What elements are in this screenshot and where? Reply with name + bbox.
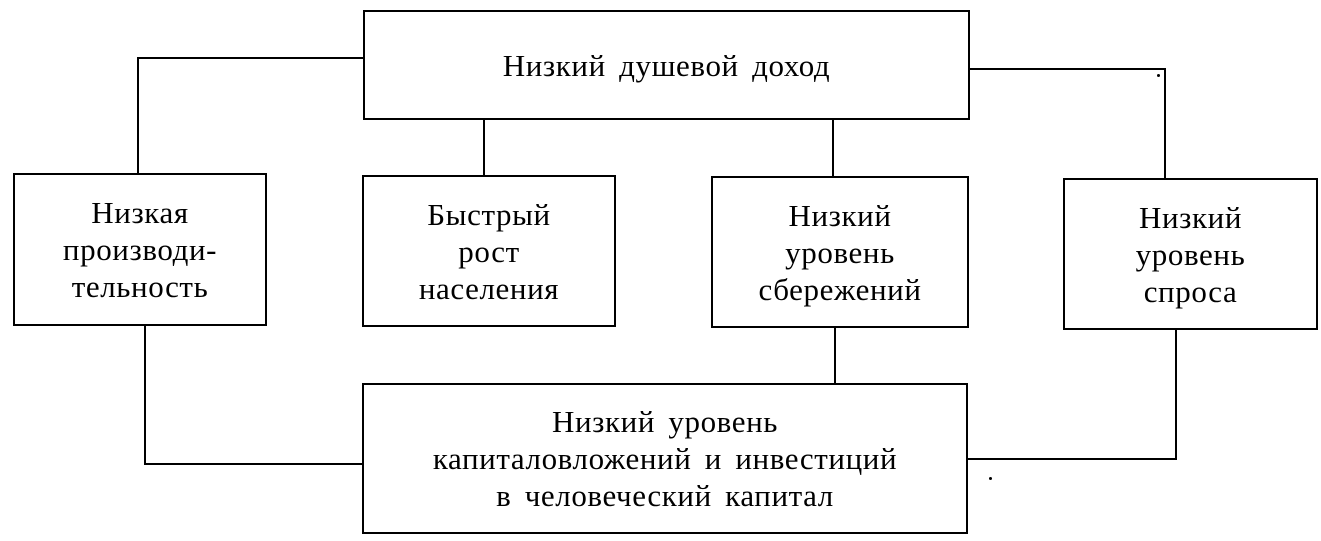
connector-productivity-to-bottom <box>144 326 362 465</box>
node-low-income-label: Низкий душевой доход <box>502 47 831 83</box>
node-low-income: Низкий душевой доход <box>363 10 970 120</box>
node-population-growth-label: Быстрый рост населения <box>418 196 560 306</box>
connector-top-to-demand <box>970 68 1166 178</box>
node-low-investment-label: Низкий уровень капиталовложений и инвест… <box>432 404 898 513</box>
node-population-growth: Быстрый рост населения <box>362 175 616 327</box>
connector-demand-to-bottom <box>968 330 1177 460</box>
node-low-productivity: Низкая производи- тельность <box>13 173 267 326</box>
node-low-investment: Низкий уровень капиталовложений и инвест… <box>362 383 968 534</box>
scan-speck <box>989 477 992 480</box>
node-low-productivity-label: Низкая производи- тельность <box>62 195 218 304</box>
node-low-savings-label: Низкий уровень сбережений <box>758 197 922 307</box>
connector-top-to-productivity <box>137 57 363 173</box>
node-low-demand: Низкий уровень спроса <box>1063 178 1318 330</box>
node-low-demand-label: Низкий уровень спроса <box>1135 199 1246 309</box>
node-low-savings: Низкий уровень сбережений <box>711 176 969 328</box>
scan-speck <box>1157 74 1160 77</box>
